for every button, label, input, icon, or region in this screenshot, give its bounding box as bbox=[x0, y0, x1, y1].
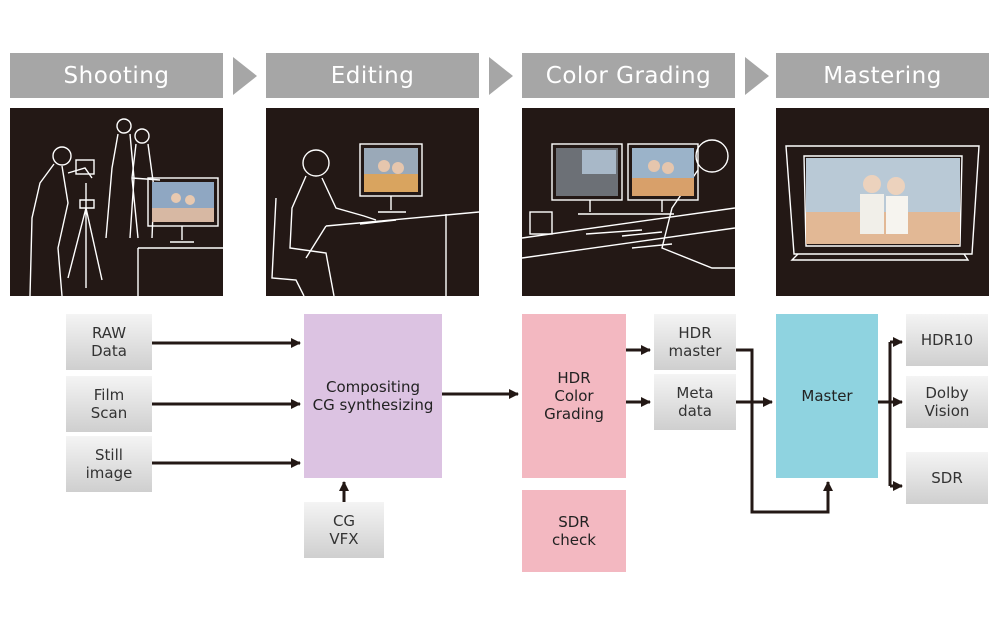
chevron-right-icon bbox=[233, 57, 257, 95]
stage-mastering: Mastering bbox=[776, 53, 989, 98]
master-box: Master bbox=[776, 314, 878, 478]
sdr-check-box: SDR check bbox=[522, 490, 626, 572]
arrow-hdr-master-to-master bbox=[736, 348, 833, 514]
mastering-illustration bbox=[776, 108, 989, 296]
stage-label: Shooting bbox=[63, 62, 170, 89]
raw-data-box: RAW Data bbox=[66, 314, 152, 370]
stage-label: Mastering bbox=[823, 62, 942, 89]
chevron-right-icon bbox=[489, 57, 513, 95]
hdr-master-box: HDR master bbox=[654, 314, 736, 370]
cg-vfx-box: CG VFX bbox=[304, 502, 384, 558]
still-image-box: Still image bbox=[66, 436, 152, 492]
stage-shooting: Shooting bbox=[10, 53, 223, 98]
color-grading-illustration bbox=[522, 108, 735, 296]
sdr-output-box: SDR bbox=[906, 452, 988, 504]
hdr-color-grading-box: HDR Color Grading bbox=[522, 314, 626, 478]
stage-label: Color Grading bbox=[545, 62, 712, 89]
stage-editing: Editing bbox=[266, 53, 479, 98]
stage-label: Editing bbox=[330, 62, 415, 89]
film-scan-box: Film Scan bbox=[66, 376, 152, 432]
compositing-box: Compositing CG synthesizing bbox=[304, 314, 442, 478]
stage-color-grading: Color Grading bbox=[522, 53, 735, 98]
editing-illustration bbox=[266, 108, 479, 296]
shooting-illustration bbox=[10, 108, 223, 296]
hdr10-box: HDR10 bbox=[906, 314, 988, 366]
meta-data-box: Meta data bbox=[654, 374, 736, 430]
chevron-right-icon bbox=[745, 57, 769, 95]
dolby-vision-box: Dolby Vision bbox=[906, 376, 988, 428]
